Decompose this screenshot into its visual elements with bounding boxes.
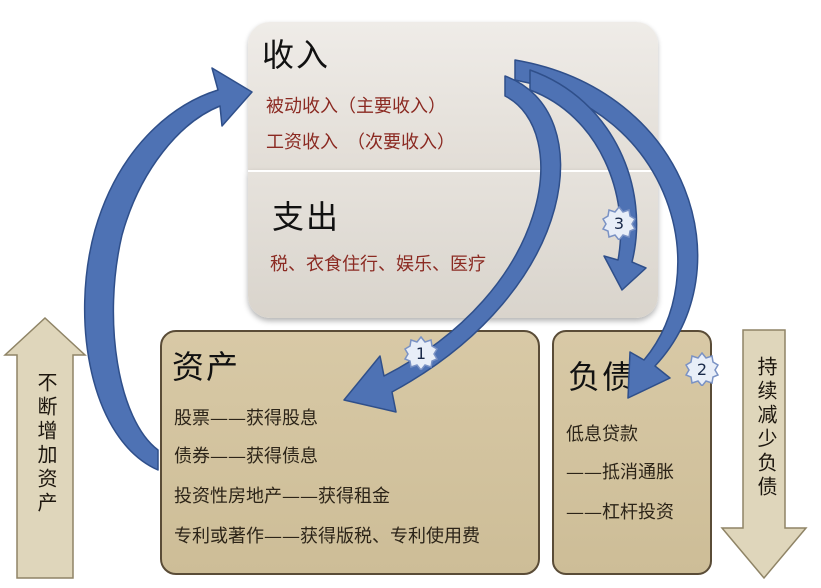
asset-item-real-estate: 投资性房地产——获得租金 — [174, 486, 390, 507]
decrease-liabilities-label: 持续减少负债 — [754, 356, 778, 500]
asset-item-stocks: 股票——获得股息 — [174, 408, 318, 429]
liabilities-title: 负债 — [568, 358, 637, 396]
badge-1: 1 — [404, 336, 438, 370]
expense-title: 支出 — [272, 198, 341, 236]
wage-income-text: 工资收入 （次要收入） — [266, 132, 455, 153]
increase-assets-label: 不断增加资产 — [34, 372, 58, 516]
assets-box: 资产 股票——获得股息 债券——获得债息 投资性房地产——获得租金 专利或著作—… — [160, 330, 540, 575]
badge-2: 2 — [685, 352, 719, 386]
expense-items-text: 税、衣食住行、娱乐、医疗 — [270, 254, 486, 275]
passive-income-text: 被动收入（主要收入） — [266, 96, 446, 117]
asset-item-patents: 专利或著作——获得版税、专利使用费 — [174, 526, 480, 547]
asset-item-bonds: 债券——获得债息 — [174, 446, 318, 467]
income-title: 收入 — [262, 36, 331, 74]
assets-title: 资产 — [172, 348, 241, 386]
badge-1-number: 1 — [415, 343, 427, 363]
badge-2-number: 2 — [696, 359, 708, 379]
badge-3-number: 3 — [613, 213, 625, 233]
liability-item-inflation: ——抵消通胀 — [566, 462, 674, 483]
expense-box: 支出 税、衣食住行、娱乐、医疗 — [248, 170, 658, 318]
liability-item-leverage: ——杠杆投资 — [566, 502, 674, 523]
income-box: 收入 被动收入（主要收入） 工资收入 （次要收入） — [248, 22, 658, 170]
liability-item-loan: 低息贷款 — [566, 424, 638, 445]
badge-3: 3 — [602, 206, 636, 240]
